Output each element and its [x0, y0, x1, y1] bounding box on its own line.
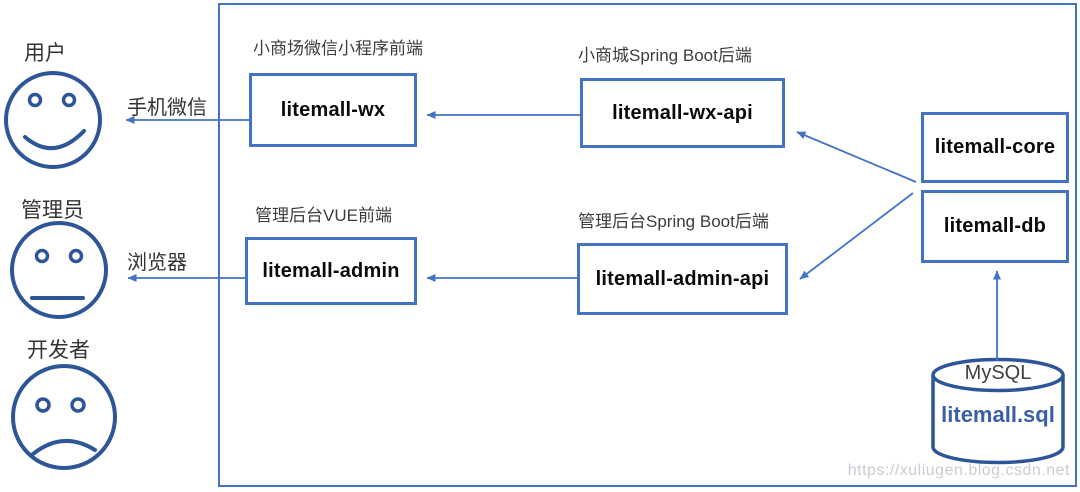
module-litemall-wx: litemall-wx: [249, 73, 417, 147]
module-litemall-admin: litemall-admin: [245, 237, 417, 305]
annotation-admin-backend: 管理后台Spring Boot后端: [578, 212, 769, 231]
system-boundary-rect: [218, 3, 1077, 487]
actor-label-admin: 管理员: [21, 199, 84, 222]
watermark-url: https://xuliugen.blog.csdn.net: [847, 462, 1070, 479]
actor-label-developer: 开发者: [27, 339, 90, 362]
annotation-admin-frontend: 管理后台VUE前端: [255, 206, 392, 225]
channel-label-browser: 浏览器: [127, 252, 187, 274]
channel-label-wechat: 手机微信: [127, 97, 207, 119]
module-litemall-core: litemall-core: [921, 112, 1069, 183]
db-file-label: litemall.sql: [941, 402, 1055, 427]
frown-face-icon: [11, 364, 117, 470]
module-litemall-admin-api: litemall-admin-api: [577, 243, 788, 315]
actor-label-user: 用户: [24, 42, 66, 65]
annotation-wx-frontend: 小商场微信小程序前端: [253, 39, 423, 58]
module-litemall-db: litemall-db: [921, 190, 1069, 263]
annotation-wx-backend: 小商城Spring Boot后端: [578, 46, 752, 65]
module-litemall-wx-api: litemall-wx-api: [580, 78, 785, 148]
db-engine-label: MySQL: [964, 362, 1032, 384]
neutral-face-icon: [10, 221, 108, 319]
smile-face-icon: [4, 71, 102, 169]
